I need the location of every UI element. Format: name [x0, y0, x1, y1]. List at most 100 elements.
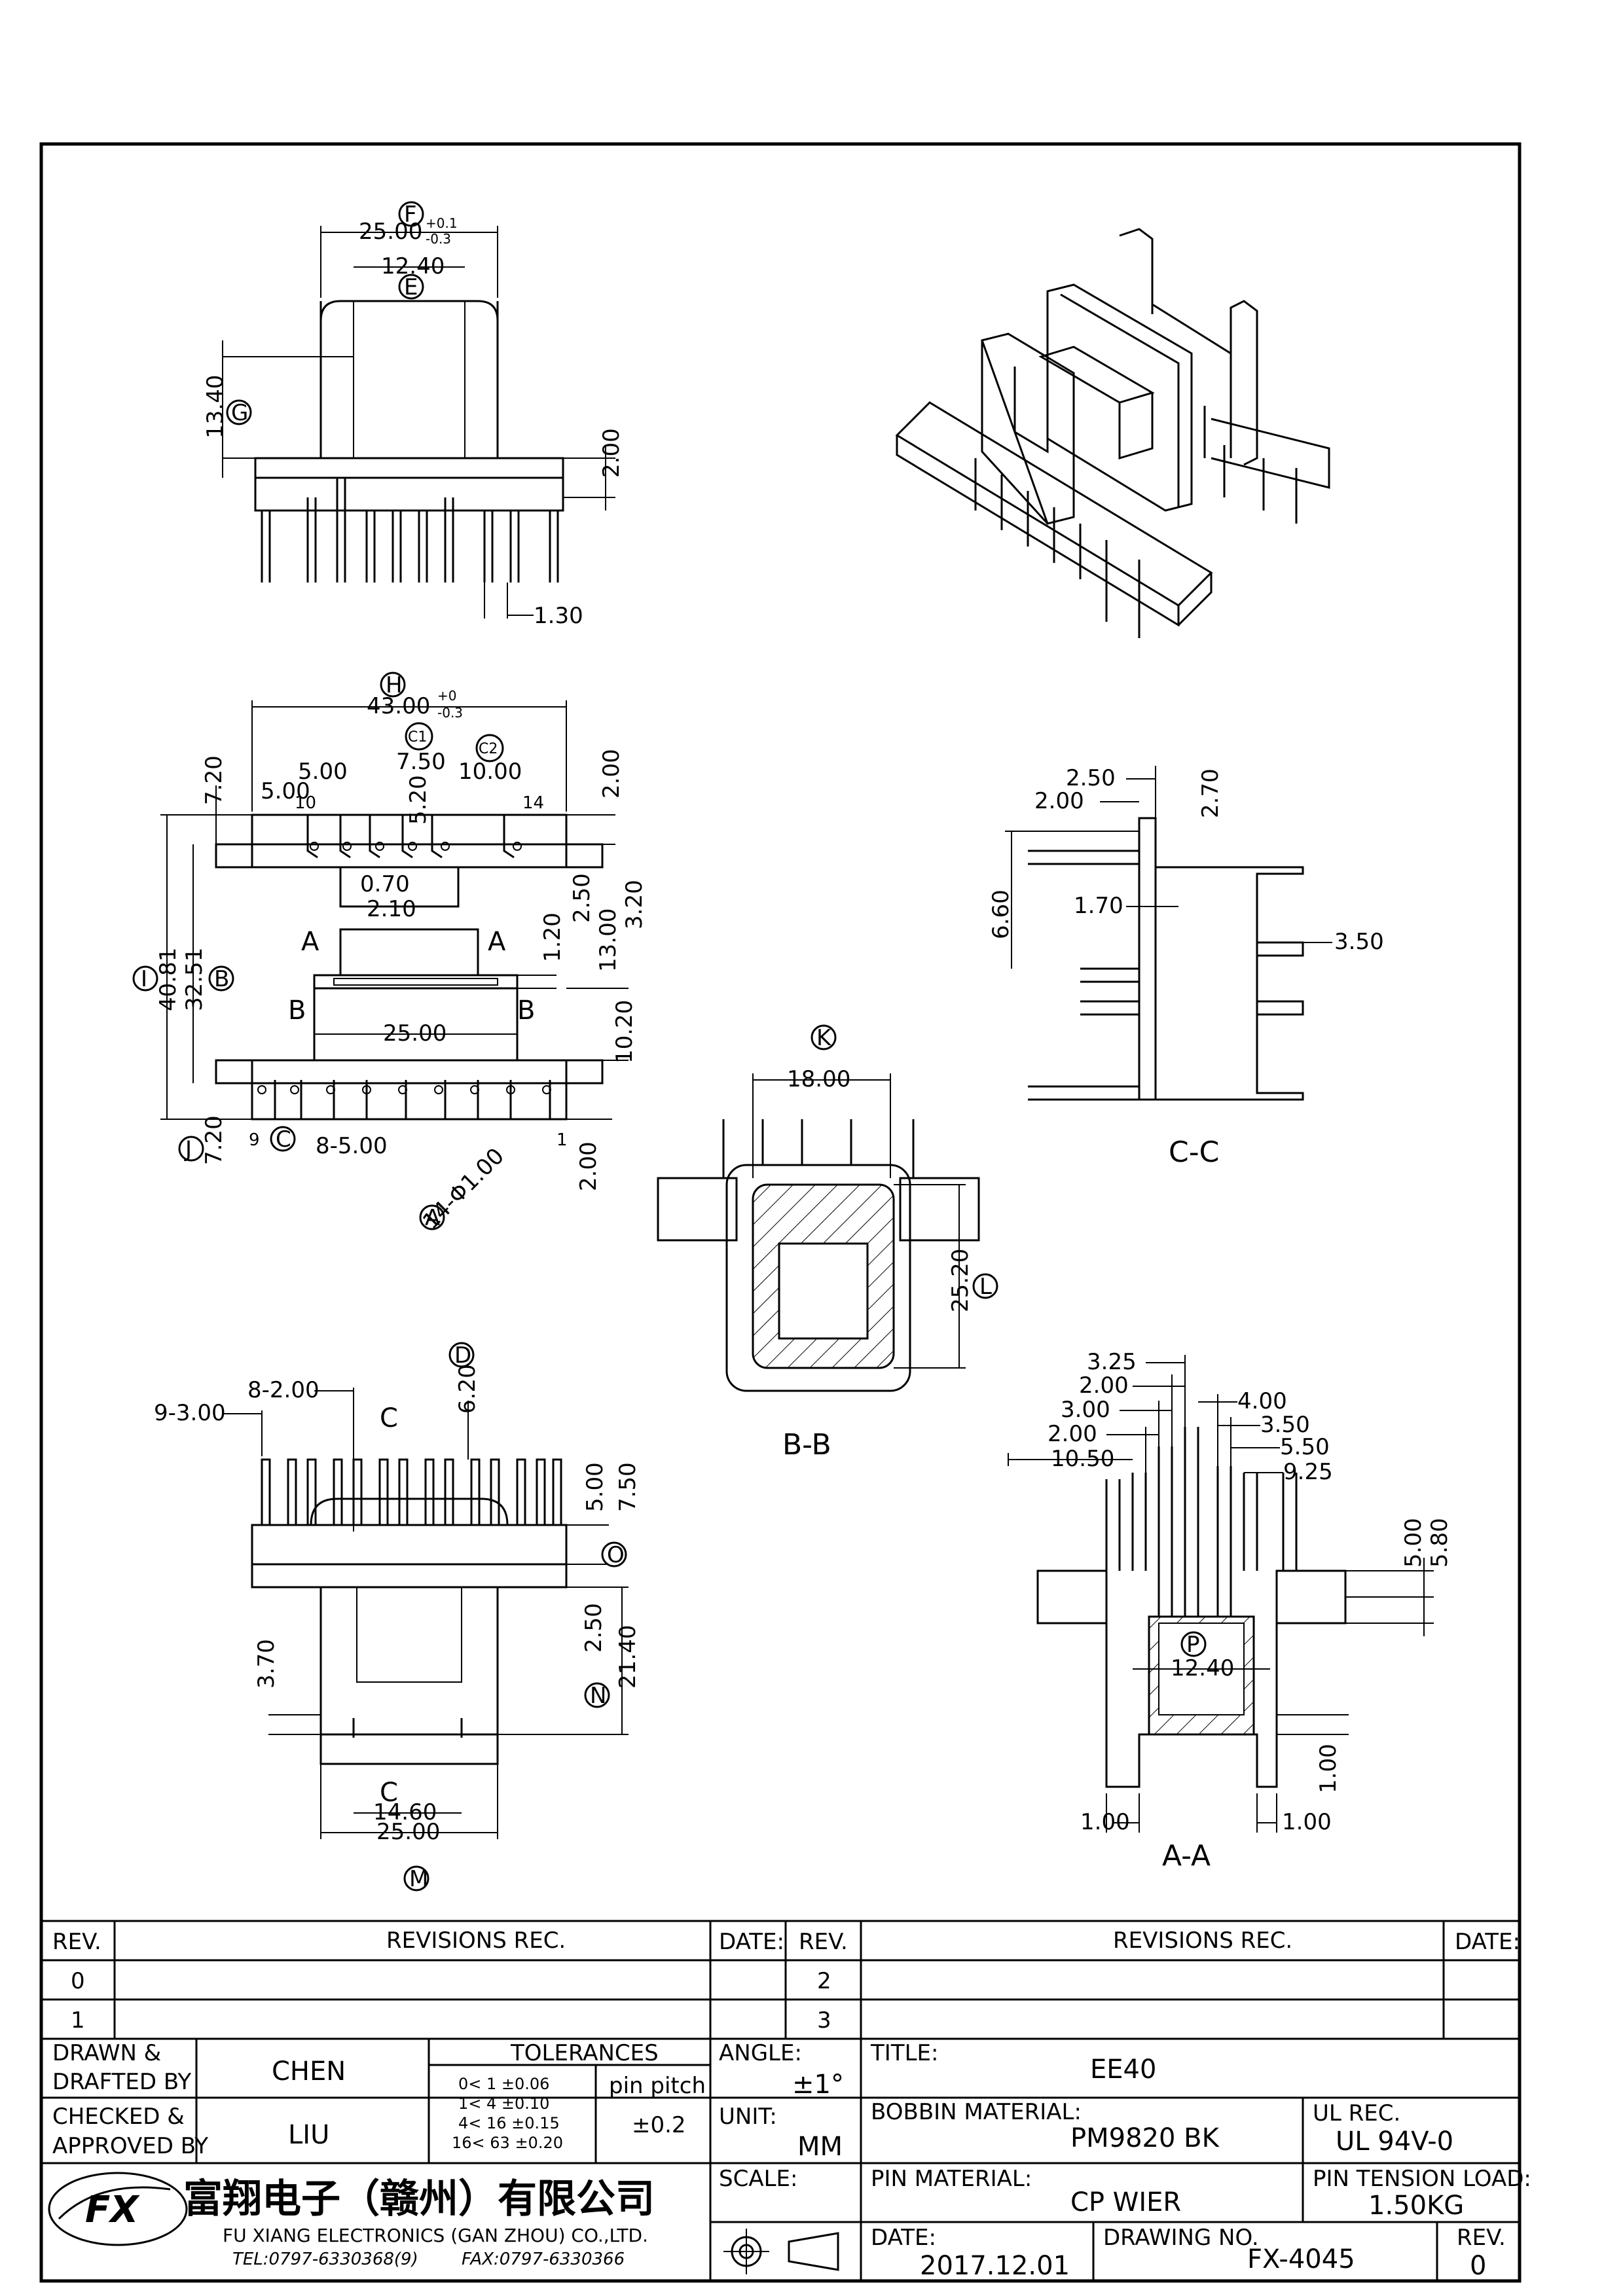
sheet-border — [39, 142, 1522, 2283]
drawing-no: FX-4045 — [1247, 2244, 1355, 2274]
dim-f-tol-plus: +0.1 — [426, 215, 458, 231]
section-b-left: B — [288, 996, 306, 1026]
dim-aa-500: 5.00 — [1400, 1518, 1427, 1568]
company-logo: FX — [48, 2172, 188, 2246]
dim-i-4081: 40.81 — [155, 948, 181, 1011]
dim-h-tol-minus: -0.3 — [437, 705, 463, 721]
dim-250: 2.50 — [569, 873, 595, 923]
ref-d: D — [448, 1342, 475, 1369]
date-label: DATE: — [871, 2225, 936, 2251]
dim-side-370: 3.70 — [253, 1639, 280, 1689]
ref-c: C — [270, 1126, 296, 1153]
ref-j: J — [178, 1136, 204, 1162]
ref-a: A — [419, 1204, 445, 1231]
dim-cc-270: 2.70 — [1197, 768, 1224, 818]
angle-label: ANGLE: — [719, 2040, 802, 2066]
dim-aa-580: 5.80 — [1427, 1518, 1453, 1568]
dim-top-720: 7.20 — [201, 755, 227, 805]
svg-text:N: N — [590, 1683, 606, 1709]
dim-f-width: 25.00 — [359, 219, 422, 245]
pin-material-label: PIN MATERIAL: — [871, 2166, 1032, 2192]
dim-500-a: 5.00 — [298, 759, 348, 785]
label-aa: A-A — [1162, 1839, 1211, 1873]
dim-1020: 10.20 — [611, 1000, 638, 1064]
dim-070: 0.70 — [360, 871, 410, 897]
tol-row-0: 0< 1 ±0.06 — [458, 2075, 549, 2093]
dim-cc-250: 2.50 — [1066, 765, 1116, 791]
ref-c1: C1 — [405, 722, 433, 751]
section-a-right: A — [488, 927, 506, 957]
ref-i: I — [132, 965, 158, 992]
cc-view: 2.50 2.00 2.70 6.60 1.70 3.50 C-C — [988, 765, 1384, 1169]
svg-text:D: D — [454, 1342, 471, 1369]
label-cc: C-C — [1169, 1136, 1219, 1169]
dim-cc-660: 6.60 — [988, 889, 1014, 939]
svg-text:I: I — [141, 966, 147, 992]
dim-c2: 10.00 — [458, 759, 522, 785]
dim-j-720: 7.20 — [201, 1115, 227, 1165]
dim-aa-325: 3.25 — [1087, 1349, 1137, 1375]
date-header-left: DATE: — [719, 1929, 784, 1955]
ul-rec: UL 94V-0 — [1336, 2126, 1453, 2157]
svg-text:M: M — [409, 1866, 428, 1892]
label-bb: B-B — [782, 1428, 831, 1462]
dim-aa-p-1240: 12.40 — [1171, 1655, 1234, 1681]
unit-label: UNIT: — [719, 2104, 777, 2130]
pin-1: 1 — [556, 1130, 568, 1150]
drafted-label: DRAFTED BY — [52, 2069, 191, 2095]
dim-9-300: 9-3.00 — [154, 1400, 226, 1426]
ul-rec-label: UL REC. — [1313, 2100, 1400, 2126]
svg-text:L: L — [979, 1274, 992, 1300]
ref-l: L — [972, 1273, 998, 1300]
rev-header-left: REV. — [52, 1929, 101, 1955]
dim-120: 1.20 — [539, 912, 566, 962]
scale-label: SCALE: — [719, 2166, 797, 2192]
dim-1300: 13.00 — [595, 908, 621, 972]
angle-value: ±1° — [792, 2070, 844, 2100]
approved-by: LIU — [288, 2120, 329, 2150]
company-name-cn: 富翔电子（赣州）有限公司 — [183, 2176, 655, 2222]
bb-view: 18.00 25.20 K L B-B — [657, 1024, 998, 1462]
svg-text:P: P — [1186, 1632, 1200, 1658]
svg-text:E: E — [404, 274, 418, 300]
section-c-top: C — [380, 1403, 398, 1433]
dim-h-width: 43.00 — [367, 693, 430, 719]
dim-bb-2520: 25.20 — [947, 1249, 974, 1312]
dim-side-750: 7.50 — [615, 1462, 641, 1512]
company-tel: TEL:0797-6330368(9) — [232, 2250, 418, 2269]
svg-text:H: H — [386, 672, 403, 698]
dim-top-520: 5.20 — [405, 775, 431, 825]
dim-500-b: 5.00 — [261, 778, 310, 804]
approved-label: APPROVED BY — [52, 2133, 208, 2159]
revisions-header-right: REVISIONS REC. — [1113, 1928, 1292, 1954]
revisions-header-left: REVISIONS REC. — [386, 1928, 566, 1954]
svg-text:C2: C2 — [479, 741, 498, 757]
pin-9: 9 — [249, 1130, 260, 1150]
ref-m: M — [403, 1865, 429, 1892]
dim-aa-100-left: 1.00 — [1080, 1809, 1130, 1835]
svg-text:C1: C1 — [408, 729, 427, 745]
dim-c1: 7.50 — [396, 749, 446, 775]
dim-aa-350: 3.50 — [1260, 1412, 1310, 1438]
svg-text:O: O — [607, 1542, 625, 1568]
dim-d-620: 6.20 — [454, 1364, 481, 1414]
svg-text:C: C — [276, 1126, 291, 1153]
dim-front-2: 2.00 — [598, 428, 625, 478]
checked-label: CHECKED & — [52, 2104, 185, 2130]
date-value: 2017.12.01 — [920, 2251, 1070, 2281]
pin-tension-label: PIN TENSION LOAD: — [1313, 2166, 1531, 2192]
svg-text:B: B — [214, 966, 229, 992]
company-fax: FAX:0797-6330366 — [462, 2250, 625, 2269]
ref-k: K — [811, 1024, 837, 1051]
title-block: REV. REVISIONS REC. DATE: REV. REVISIONS… — [41, 1920, 1531, 2281]
front-view: 25.00 +0.1 -0.3 12.40 13.40 2.00 1.30 F … — [202, 201, 625, 629]
ref-o: O — [601, 1541, 627, 1568]
ref-b: B — [208, 965, 234, 992]
svg-text:A: A — [425, 1205, 440, 1231]
rev-label: REV. — [1457, 2225, 1506, 2251]
dim-f-tol-minus: -0.3 — [426, 231, 451, 247]
ref-c2: C2 — [475, 734, 504, 762]
dim-side-250: 2.50 — [581, 1603, 607, 1653]
pin-material: CP WIER — [1070, 2187, 1181, 2217]
dim-b-3251: 32.51 — [181, 948, 208, 1011]
